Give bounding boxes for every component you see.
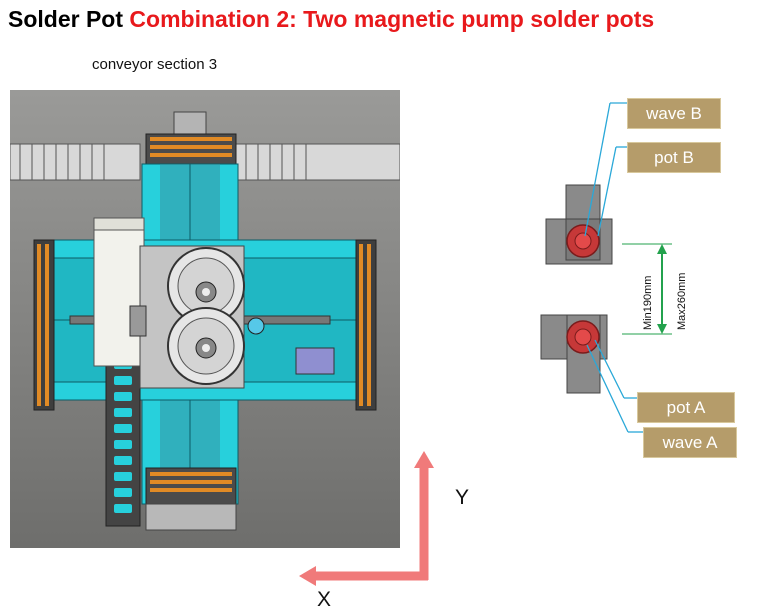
page-title: Solder Pot Combination 2: Two magnetic p…: [8, 6, 654, 33]
pot-b-drawing: [167, 247, 245, 325]
machine-top-view: [9, 90, 401, 548]
label-pot-b: pot B: [627, 142, 721, 173]
x-axis-label: X: [317, 588, 332, 611]
label-pot-a: pot A: [637, 392, 735, 423]
label-wave-b: wave B: [627, 98, 721, 129]
x-arrowhead: [299, 566, 316, 586]
wave-b-nozzle: [574, 232, 592, 250]
pot-a-drawing: [167, 307, 245, 385]
top-conveyor: [9, 143, 401, 181]
label-wave-a: wave A: [643, 427, 737, 458]
conveyor-caption: conveyor section 3: [92, 56, 218, 73]
y-arrowhead: [414, 451, 434, 468]
y-axis-label: Y: [455, 486, 470, 509]
min-dimension-label: Min190mm: [642, 275, 654, 330]
wave-a-nozzle: [574, 328, 592, 346]
title-highlight: Combination 2: Two magnetic pump solder …: [129, 6, 655, 32]
title-prefix: Solder Pot: [8, 6, 124, 32]
axis-arrows: [299, 451, 434, 586]
max-dimension-label: Max260mm: [676, 272, 688, 330]
leader-lines: [584, 102, 643, 433]
machine-drawing: [9, 90, 401, 548]
dimension-marker: [622, 243, 672, 335]
